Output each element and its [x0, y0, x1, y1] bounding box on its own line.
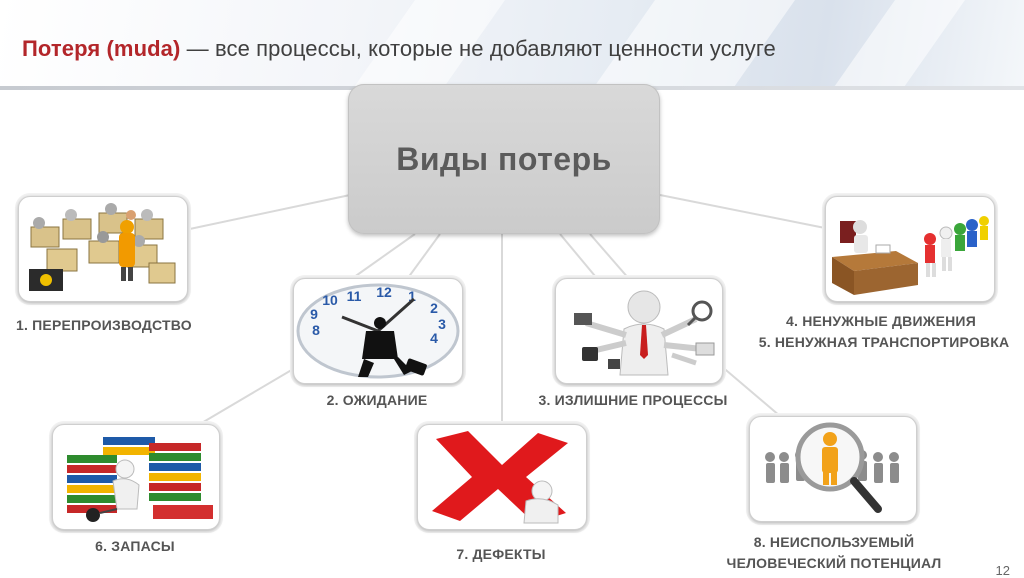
label-transport: 5. НЕНУЖНАЯ ТРАНСПОРТИРОВКА — [758, 334, 1010, 350]
connector-line — [659, 194, 826, 229]
page-number: 12 — [995, 563, 1010, 578]
label-unused-talent-1: 8. НЕИСПОЛЬЗУЕМЫЙ — [753, 534, 915, 550]
title-rest: — все процессы, которые не добавляют цен… — [180, 36, 776, 61]
clock-numeral: 1 — [408, 288, 416, 304]
center-node: Виды потерь — [348, 84, 660, 234]
card-inventory — [52, 424, 220, 530]
desk-people-illustration — [832, 216, 989, 295]
books-stack-illustration — [67, 437, 213, 522]
card-defects — [417, 424, 587, 530]
clock-worker-illustration: 11 12 1 2 3 4 8 9 10 — [296, 283, 460, 379]
connector-line — [199, 364, 301, 425]
connector-line — [559, 233, 601, 283]
label-defects: 7. ДЕФЕКТЫ — [456, 546, 546, 562]
label-motion: 4. НЕНУЖНЫЕ ДВИЖЕНИЯ — [786, 313, 976, 329]
card-motion-transport — [825, 196, 995, 302]
clock-numeral: 2 — [430, 300, 438, 316]
card-unused-talent — [749, 416, 917, 522]
label-unused-talent-2: ЧЕЛОВЕЧЕСКИЙ ПОТЕНЦИАЛ — [726, 555, 942, 571]
clock-numeral: 4 — [430, 330, 438, 346]
label-inventory: 6. ЗАПАСЫ — [95, 538, 175, 554]
center-label: Виды потерь — [396, 140, 612, 177]
clock-numeral: 3 — [438, 316, 446, 332]
clock-numeral: 11 — [347, 288, 362, 304]
red-cross-illustration — [432, 431, 568, 524]
connector-line — [184, 194, 351, 231]
multitasking-person-illustration — [574, 290, 715, 376]
connector-line — [589, 233, 631, 281]
connector-line — [719, 364, 781, 417]
clock-numeral: 12 — [376, 284, 392, 300]
clock-numeral: 8 — [312, 322, 320, 338]
slide-title: Потеря (muda) — все процессы, которые не… — [22, 36, 776, 62]
connector-line — [404, 233, 441, 283]
clock-numeral: 10 — [322, 292, 338, 308]
clock-numeral: 9 — [310, 306, 318, 322]
title-highlight: Потеря (muda) — [22, 36, 181, 61]
label-waiting: 2. ОЖИДАНИЕ — [326, 392, 428, 408]
card-waiting: 11 12 1 2 3 4 8 9 10 — [293, 278, 463, 384]
header-band — [0, 0, 1024, 88]
label-excess-processing: 3. ИЗЛИШНИЕ ПРОЦЕССЫ — [538, 392, 728, 408]
label-overproduction: 1. ПЕРЕПРОИЗВОДСТВО — [16, 317, 192, 333]
boxes-workers-illustration — [29, 203, 176, 291]
card-overproduction — [18, 196, 188, 302]
connector-line — [349, 233, 416, 281]
card-excess-processing — [555, 278, 723, 384]
magnifier-people-illustration — [765, 422, 899, 513]
